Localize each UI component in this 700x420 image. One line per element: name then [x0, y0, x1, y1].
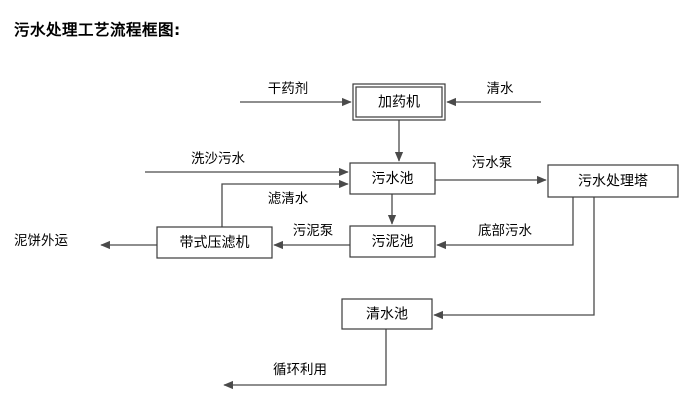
node-treatment-tower[interactable]: 污水处理塔	[547, 164, 679, 198]
edge-label-filtrate-water: 滤清水	[268, 191, 309, 207]
edge-recycle-use: 循环利用	[223, 329, 387, 390]
edge-tower-to-clear-pool	[433, 197, 595, 320]
edge-mud-cake-transport: 泥饼外运	[14, 233, 157, 250]
node-label-sewage-pool: 污水池	[372, 171, 414, 187]
edge-label-sludge-pump: 污泥泵	[293, 223, 334, 239]
edge-label-mud-cake-transport: 泥饼外运	[14, 233, 68, 249]
node-sludge-pool[interactable]: 污泥池	[349, 225, 436, 258]
edge-bottom-sewage: 底部污水	[436, 197, 574, 250]
node-label-clear-water-pool: 清水池	[366, 307, 408, 323]
node-label-sludge-pool: 污泥池	[372, 234, 414, 250]
edge-label-sand-wash-wastewater: 洗沙污水	[191, 151, 245, 167]
edge-filtrate-water: 滤清水	[221, 179, 349, 227]
edge-label-clean-water: 清水	[487, 81, 515, 97]
page-title: 污水处理工艺流程框图:	[14, 21, 181, 39]
node-label-belt-filter-press: 带式压滤机	[180, 235, 250, 251]
edge-sludge-pump: 污泥泵	[273, 223, 350, 250]
edge-dry-chemical: 干药剂	[240, 81, 352, 107]
edge-label-recycle-use: 循环利用	[273, 362, 327, 378]
node-belt-filter-press[interactable]: 带式压滤机	[156, 226, 273, 259]
edge-label-bottom-sewage: 底部污水	[478, 223, 532, 239]
node-dosing-machine[interactable]: 加药机	[352, 83, 446, 121]
edge-clean-water: 清水	[446, 81, 541, 107]
edge-label-sewage-pump: 污水泵	[472, 155, 513, 171]
edge-sand-wash-wastewater: 洗沙污水	[145, 151, 349, 177]
node-sewage-pool[interactable]: 污水池	[349, 162, 436, 195]
node-clear-water-pool[interactable]: 清水池	[341, 298, 433, 330]
edge-sewage-pump: 污水泵	[435, 155, 547, 185]
node-label-treatment-tower: 污水处理塔	[578, 174, 648, 190]
edge-label-dry-chemical: 干药剂	[268, 81, 309, 97]
node-label-dosing-machine: 加药机	[378, 95, 420, 111]
